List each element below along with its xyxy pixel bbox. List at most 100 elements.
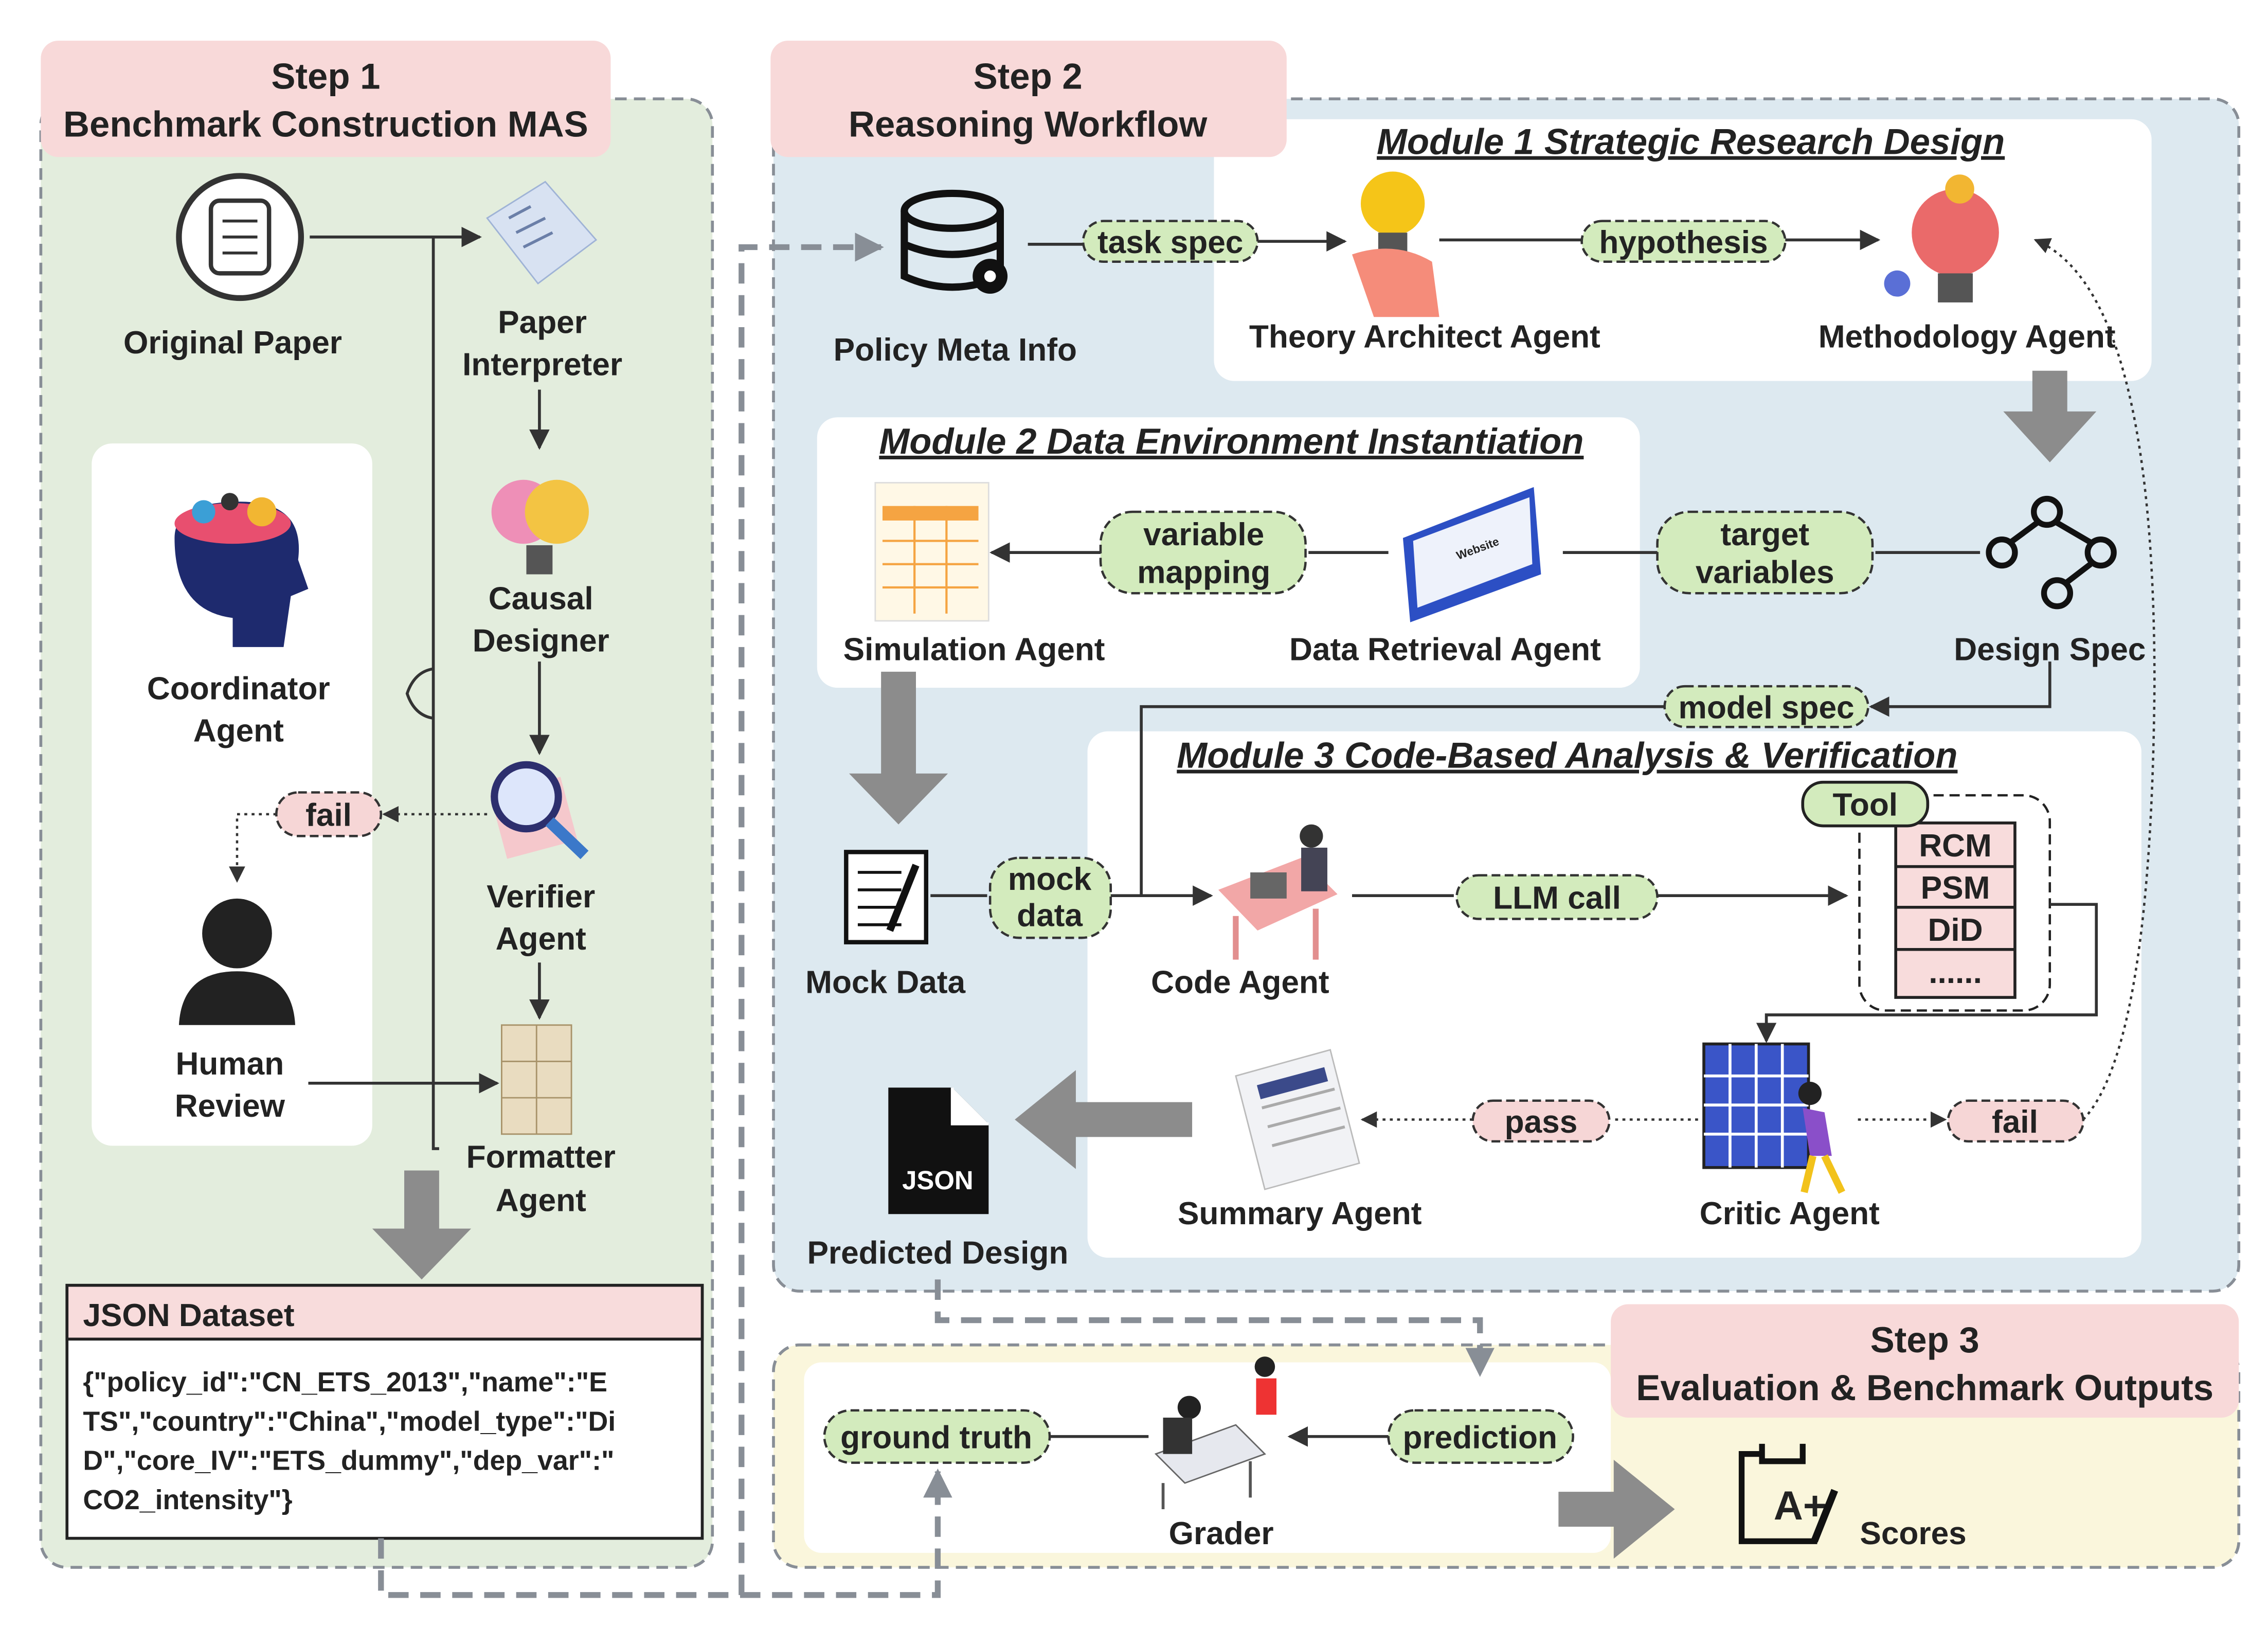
dashed-connector [934, 1279, 1495, 1377]
coordinator-agent-label-2: Agent [193, 713, 284, 749]
step2-header: Step 2 Reasoning Workflow [770, 41, 1287, 157]
verifier-agent-label: Verifier [487, 879, 595, 915]
fail-label-step2: fail [1992, 1104, 2038, 1140]
big-down-arrow [2003, 370, 2097, 462]
spreadsheet-icon [874, 482, 989, 622]
json-file-icon: JSON [888, 1087, 989, 1214]
step3-title: Evaluation & Benchmark Outputs [1636, 1367, 2213, 1408]
tool-more: ...... [1929, 955, 1982, 990]
step3-label: Step 3 [1870, 1319, 1979, 1360]
hypothesis-label: hypothesis [1599, 225, 1768, 260]
causal-designer-label-2: Designer [473, 623, 609, 658]
task-spec-label: task spec [1097, 225, 1243, 260]
paper-interpreter-label-2: Interpreter [462, 347, 622, 382]
coder-desk-icon [1218, 824, 1338, 960]
module1-title: Module 1 Strategic Research Design [1377, 121, 2005, 162]
json-line: {"policy_id":"CN_ETS_2013","name":"E [83, 1367, 607, 1398]
dashed-connector [378, 1468, 952, 1598]
step1-label: Step 1 [271, 56, 380, 96]
json-line: CO2_intensity"} [83, 1485, 292, 1515]
summary-agent-label: Summary Agent [1178, 1196, 1421, 1231]
bracket-line [431, 237, 439, 1150]
policy-meta-info-label: Policy Meta Info [834, 332, 1077, 368]
coordinator-agent-label: Coordinator [147, 671, 330, 707]
tool-group: RCM PSM DiD ...... Tool [1801, 780, 2051, 1012]
grader-icon [1154, 1356, 1277, 1510]
critic-agent-label: Critic Agent [1700, 1196, 1880, 1231]
scores-label: Scores [1860, 1516, 1966, 1551]
brace [405, 667, 434, 720]
verifier-agent-label-2: Agent [496, 921, 586, 957]
fail-label-step1: fail [305, 798, 352, 833]
step2-label: Step 2 [974, 56, 1083, 96]
document-icon [176, 173, 304, 301]
methodology-agent-label: Methodology Agent [1819, 319, 2116, 355]
code-agent-label: Code Agent [1151, 965, 1329, 1000]
llm-call-label: LLM call [1493, 881, 1621, 916]
step3-header: Step 3 Evaluation & Benchmark Outputs [1611, 1304, 2239, 1418]
pass-pill [1471, 1099, 1611, 1143]
mock-data-label: Mock Data [805, 965, 965, 1000]
tool-did: DiD [1928, 913, 1983, 948]
formatter-agent-label-2: Agent [496, 1183, 586, 1219]
step2-title: Reasoning Workflow [849, 104, 1208, 145]
fail-pill-step1 [275, 791, 383, 837]
score-icon-label: A+ [1774, 1482, 1827, 1528]
tool-label: Tool [1832, 788, 1898, 823]
design-spec-label: Design Spec [1954, 632, 2146, 667]
json-dataset-title: JSON Dataset [83, 1298, 294, 1333]
data-retrieval-label: Data Retrieval Agent [1289, 632, 1601, 667]
json-icon-label: JSON [902, 1166, 974, 1195]
mock-data-pill-label: mock [1008, 862, 1092, 897]
arrow [1869, 661, 2051, 717]
head-gears-icon [174, 493, 309, 647]
database-icon [901, 189, 1008, 294]
critic-board-icon [1702, 1042, 1845, 1194]
theory-architect-label: Theory Architect Agent [1249, 319, 1600, 355]
simulation-agent-label: Simulation Agent [843, 632, 1105, 667]
step1-title: Benchmark Construction MAS [63, 104, 588, 145]
tool-rcm: RCM [1919, 828, 1992, 864]
score-clipboard-icon: A+ [1738, 1443, 1838, 1544]
arrow [229, 813, 277, 883]
mock-data-pill-label-2: data [1017, 898, 1083, 934]
big-right-arrow [1558, 1459, 1675, 1559]
predicted-design-label: Predicted Design [807, 1235, 1068, 1271]
summary-document-icon [1235, 1049, 1360, 1190]
dashed-connector [739, 233, 884, 1595]
grader-label: Grader [1169, 1516, 1274, 1551]
variable-mapping-label-2: mapping [1137, 555, 1270, 590]
json-line: D","core_IV":"ETS_dummy","dep_var":" [83, 1445, 614, 1476]
original-paper-label: Original Paper [123, 325, 342, 361]
formatter-agent-label: Formatter [466, 1139, 616, 1175]
big-left-arrow [1015, 1070, 1193, 1169]
graph-nodes-icon [1986, 495, 2117, 610]
json-line: TS","country":"China","model_type":"Di [83, 1406, 616, 1437]
target-variables-label-2: variables [1696, 555, 1834, 590]
human-review-label: Human [175, 1046, 284, 1082]
paper-interpreter-icon [486, 181, 598, 285]
lightbulb-hand-icon [1352, 171, 1439, 317]
fail-pill-step2 [1947, 1099, 2085, 1143]
website-icon: Website [1402, 487, 1541, 622]
step1-header: Step 1 Benchmark Construction MAS [41, 41, 611, 157]
prediction-label: prediction [1402, 1420, 1557, 1455]
methodology-bulb-icon [1884, 174, 1999, 302]
brain-bulb-icon [491, 479, 589, 575]
module3-title: Module 3 Code-Based Analysis & Verificat… [1177, 735, 1957, 775]
pass-label: pass [1505, 1104, 1578, 1140]
cabinet-icon [501, 1024, 572, 1135]
coordinator-box [92, 443, 372, 1146]
module2-title: Module 2 Data Environment Instantiation [879, 421, 1583, 461]
target-variables-label: target [1720, 517, 1809, 552]
paper-interpreter-label: Paper [498, 305, 587, 340]
mock-data-pill [988, 856, 1112, 939]
arrow [1756, 903, 2098, 1043]
causal-designer-label: Causal [489, 581, 593, 616]
variable-mapping-label: variable [1143, 517, 1264, 552]
model-spec-label: model spec [1679, 690, 1855, 725]
notepad-icon [844, 850, 929, 944]
arrow [1028, 241, 1345, 244]
big-down-arrow [849, 671, 948, 825]
human-review-label-2: Review [175, 1088, 285, 1124]
